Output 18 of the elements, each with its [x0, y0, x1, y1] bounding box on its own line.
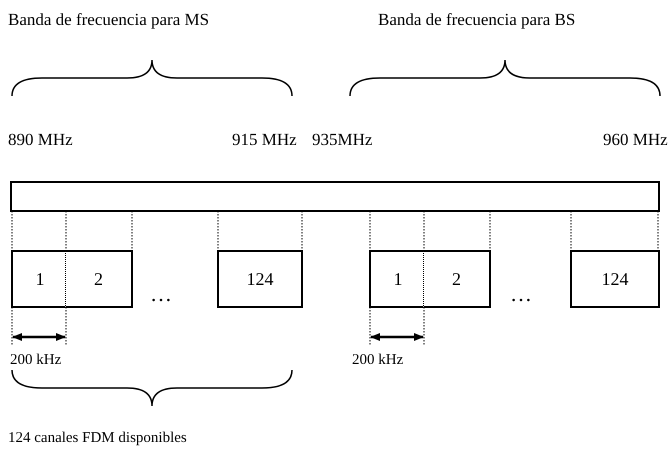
channel-box: 2: [65, 250, 133, 308]
band-label: Banda de frecuencia para MS: [8, 10, 210, 30]
dimension-label: 200 kHz: [352, 351, 404, 370]
channel-box: 1: [369, 250, 425, 308]
frequency-label: 890 MHz: [8, 130, 73, 150]
dimension-label: 200 kHz: [10, 351, 62, 370]
channel-box: 1: [11, 250, 67, 308]
frequency-label: 915 MHz: [232, 130, 297, 150]
ellipsis: …: [150, 284, 172, 304]
caption-text: 124 canales FDM disponibles: [8, 429, 187, 448]
channel-box: 124: [217, 250, 303, 308]
band-label: Banda de frecuencia para BS: [378, 10, 576, 30]
channel-box: 2: [423, 250, 491, 308]
channel-box: 124: [570, 250, 660, 308]
frequency-label: 960 MHz: [603, 130, 668, 150]
ellipsis: …: [510, 284, 532, 304]
band-bar: [10, 181, 660, 212]
frequency-label: 935MHz: [312, 130, 372, 150]
